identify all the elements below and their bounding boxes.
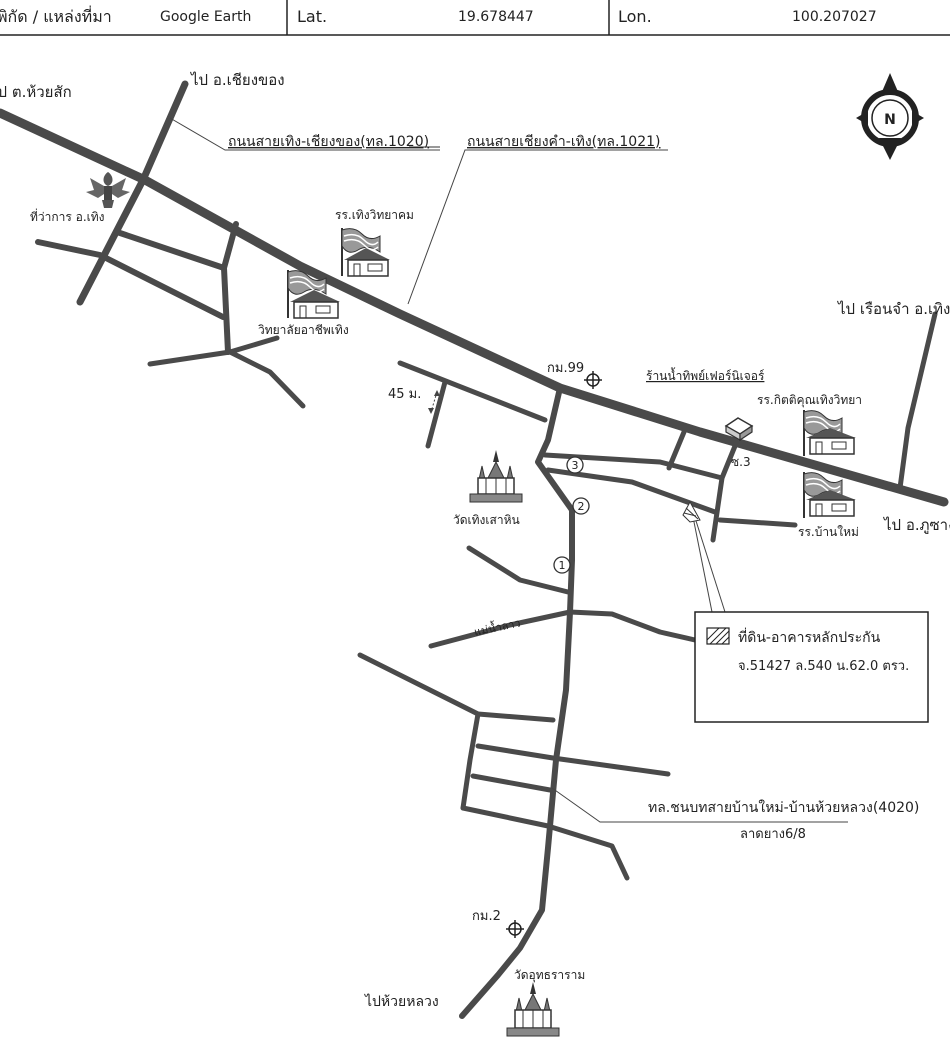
label-to-huai-luang: ไปห้วยหลวง bbox=[364, 993, 439, 1010]
label-district-office: ที่ว่าการ อ.เทิง bbox=[30, 208, 105, 224]
lat-label: Lat. bbox=[297, 7, 328, 26]
source-value: Google Earth bbox=[160, 9, 252, 25]
road-west-curve bbox=[466, 545, 571, 595]
road-cross-2 bbox=[35, 239, 226, 320]
label-to-phu-sang: ไป อ.ภูซาง bbox=[883, 516, 950, 534]
label-to-chiang-khong: ไป อ.เชียงของ bbox=[190, 71, 285, 89]
label-school-thoeng-witthayakhom: รร.เทิงวิทยาคม bbox=[335, 208, 414, 222]
road-south-west-vert bbox=[460, 711, 481, 811]
road-south-main bbox=[459, 385, 575, 1019]
coordinate-header: พิกัด / แหล่งที่มา Google Earth Lat. 19.… bbox=[0, 0, 950, 36]
label-wat-thoeng-sao-hin: วัดเทิงเสาหิน bbox=[453, 513, 520, 527]
lat-value: 19.678447 bbox=[458, 9, 534, 25]
label-road-1020: ถนนสายเทิง-เชียงของ(ทล.1020) bbox=[228, 134, 429, 150]
label-to-ruean-cham: ไป เรือนจำ อ.เทิง bbox=[837, 300, 950, 318]
label-rural-road: ทล.ชนบทสายบ้านใหม่-บ้านห้วยหลวง(4020) bbox=[648, 799, 919, 816]
road-soi-east-1 bbox=[542, 452, 725, 481]
leader-road-1020 bbox=[169, 117, 440, 151]
temple-icon-thoeng-sao-hin bbox=[469, 450, 523, 503]
label-school-ban-mai: รร.บ้านใหม่ bbox=[798, 525, 859, 539]
school-flag-icon-vocational-college bbox=[287, 270, 340, 319]
road-south-east-1 bbox=[475, 743, 671, 777]
collateral-parcel bbox=[682, 500, 701, 523]
width-marker-icon bbox=[428, 390, 440, 414]
coordinate-source-label: พิกัด / แหล่งที่มา bbox=[0, 7, 112, 26]
label-road-1021: ถนนสายเชียงคำ-เทิง(ทล.1021) bbox=[467, 134, 661, 150]
lon-value: 100.207027 bbox=[792, 9, 877, 25]
road-fork-south bbox=[147, 335, 280, 367]
label-to-huai-sak: ไป ต.ห้วยสัก bbox=[0, 83, 72, 101]
compass-north-letter: N bbox=[884, 112, 896, 128]
shop-building-icon bbox=[724, 417, 754, 442]
collateral-title: ที่ดิน-อาคารหลักประกัน bbox=[738, 628, 881, 646]
road-south-east-3 bbox=[460, 805, 630, 881]
label-furniture-shop: ร้านน้ำทิพย์เฟอร์นิเจอร์ bbox=[646, 367, 765, 383]
school-flag-icon-thoeng-witthayakhom bbox=[341, 228, 390, 277]
road-south-nw bbox=[357, 652, 556, 723]
km99-target-icon bbox=[584, 371, 602, 389]
road-fork-south-2 bbox=[227, 349, 306, 409]
marker-2-number: 2 bbox=[578, 500, 585, 513]
road-soi-3-n bbox=[666, 429, 687, 471]
roads bbox=[0, 80, 949, 1019]
road-to-chiang-khong bbox=[76, 80, 189, 306]
label-vocational-college: วิทยาลัยอาชีพเทิง bbox=[258, 323, 349, 337]
road-45m-spur bbox=[425, 379, 448, 449]
road-soi-3 bbox=[710, 443, 738, 543]
highway-main bbox=[0, 108, 949, 507]
road-soi-east-2 bbox=[545, 467, 718, 515]
marker-3-number: 3 bbox=[572, 459, 579, 472]
label-mae-nam-lao: แม่น้ำลาว bbox=[473, 614, 522, 638]
label-45m: 45 ม. bbox=[388, 387, 421, 402]
label-asphalt: ลาดยาง6/8 bbox=[740, 827, 806, 842]
marker-1-number: 1 bbox=[559, 559, 566, 572]
label-soi-3: ซ.3 bbox=[731, 455, 751, 469]
school-flag-icon-ban-mai bbox=[803, 472, 856, 518]
temple-icon-udon bbox=[506, 982, 560, 1037]
marker-2: 2 bbox=[572, 497, 590, 515]
label-km2: กม.2 bbox=[472, 909, 501, 924]
leader-rural-road bbox=[551, 787, 848, 823]
road-south-east-2 bbox=[470, 773, 553, 793]
school-flag-icon-kittikhun bbox=[803, 410, 856, 456]
collateral-legend-box: ที่ดิน-อาคารหลักประกัน จ.51427 ล.540 น.6… bbox=[694, 611, 929, 723]
road-ban-mai-school bbox=[717, 517, 798, 528]
map-labels: ไป ต.ห้วยสัก ไป อ.เชียงของ ถนนสายเทิง-เช… bbox=[0, 71, 950, 1010]
label-wat-udon: วัดอุทธราราม bbox=[514, 968, 585, 983]
road-to-ruean-cham bbox=[897, 311, 938, 491]
collateral-detail: จ.51427 ล.540 น.62.0 ตรว. bbox=[738, 659, 909, 674]
road-vertical-college bbox=[221, 221, 239, 355]
lon-label: Lon. bbox=[618, 7, 652, 26]
label-school-kittikhun: รร.กิตติคุณเทิงวิทยา bbox=[757, 393, 862, 408]
road-45m bbox=[397, 360, 548, 423]
road-mae-nam-lao bbox=[428, 609, 698, 649]
leader-road-1021 bbox=[407, 149, 668, 305]
header-frame bbox=[0, 0, 950, 36]
label-km99: กม.99 bbox=[547, 361, 584, 376]
marker-3: 3 bbox=[566, 456, 584, 474]
marker-1: 1 bbox=[553, 556, 571, 574]
km2-target-icon bbox=[506, 920, 524, 938]
garuda-emblem-icon bbox=[86, 172, 130, 208]
compass-icon: N bbox=[856, 73, 924, 160]
road-cross-1 bbox=[114, 229, 227, 271]
